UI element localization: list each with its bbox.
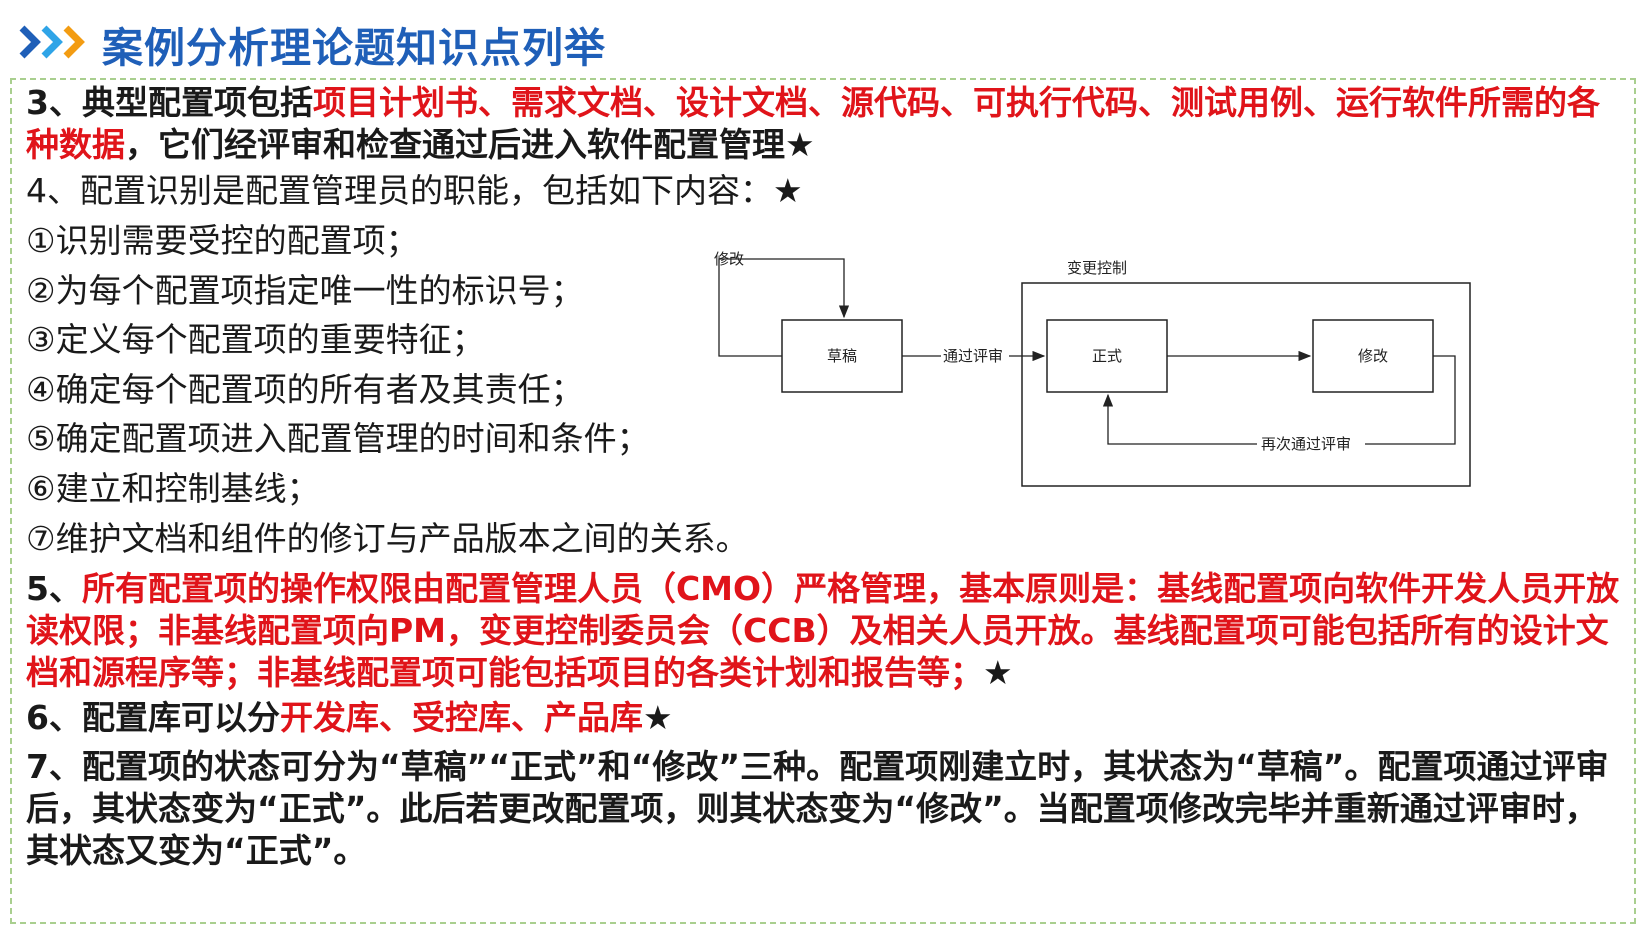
formal-label: 正式 xyxy=(1092,347,1122,365)
re-review-line-right xyxy=(1365,355,1456,445)
item-3-emphasis: 项目计划书、需求文档、设计文档、源代码、可执行代码、测试用例、运行软件所需的各种… xyxy=(26,83,1600,164)
item-6-suffix: ★ xyxy=(642,698,673,737)
item-6-prefix: 6、配置库可以分 xyxy=(26,698,280,737)
change-control-box xyxy=(1021,282,1471,487)
page-title: 案例分析理论题知识点列举 xyxy=(102,24,606,72)
re-review-arrow xyxy=(1102,393,1257,445)
config-state-diagram: 变更控制 草稿 正式 修改 修改 通过评审 再次通过评审 xyxy=(714,250,1471,487)
item-3: 3、典型配置项包括项目计划书、需求文档、设计文档、源代码、可执行代码、测试用例、… xyxy=(26,82,1626,166)
item-4-list-item: ②为每个配置项指定唯一性的标识号； xyxy=(26,271,584,310)
item-4-list-item: ⑦维护文档和组件的修订与产品版本之间的关系。 xyxy=(26,519,749,558)
re-review-label: 再次通过评审 xyxy=(1261,435,1351,453)
item-4-list-item: ①识别需要受控的配置项； xyxy=(26,221,419,260)
item-5: 5、所有配置项的操作权限由配置管理人员（CMO）严格管理，基本原则是：基线配置项… xyxy=(26,568,1626,694)
item-5-prefix: 5、 xyxy=(26,569,82,608)
item-4-intro: 4、配置识别是配置管理员的职能，包括如下内容：★ xyxy=(26,171,803,210)
page-header: 案例分析理论题知识点列举 xyxy=(0,0,1648,78)
item-4-list-item: ④确定每个配置项的所有者及其责任； xyxy=(26,370,584,409)
modify-label: 修改 xyxy=(1358,347,1388,365)
draft-label: 草稿 xyxy=(827,347,857,365)
content-frame xyxy=(10,78,1636,924)
item-4-list-item: ⑤确定配置项进入配置管理的时间和条件； xyxy=(26,419,650,458)
modify-loop-line xyxy=(718,258,782,357)
item-7: 7、配置项的状态可分为“草稿”“正式”和“修改”三种。配置项刚建立时，其状态为“… xyxy=(26,747,1609,870)
item-4-list-item: ③定义每个配置项的重要特征； xyxy=(26,320,485,359)
item-5-emphasis: 所有配置项的操作权限由配置管理人员（CMO）严格管理，基本原则是：基线配置项向软… xyxy=(26,569,1620,692)
item-6-emphasis: 开发库、受控库、产品库 xyxy=(279,698,643,737)
review-label: 通过评审 xyxy=(943,347,1003,365)
modify-loop-label: 修改 xyxy=(714,250,744,268)
chevrons-icon xyxy=(19,25,85,59)
item-5-suffix: ★ xyxy=(983,653,1013,692)
item-6: 6、配置库可以分开发库、受控库、产品库★ xyxy=(26,697,673,739)
item-3-suffix: ，它们经评审和检查通过后进入软件配置管理★ xyxy=(125,125,815,164)
item-4-list-item: ⑥建立和控制基线； xyxy=(26,469,320,508)
change-control-label: 变更控制 xyxy=(1067,259,1127,277)
modify-loop-arrow xyxy=(745,258,850,319)
item-3-prefix: 3、典型配置项包括 xyxy=(26,83,313,122)
